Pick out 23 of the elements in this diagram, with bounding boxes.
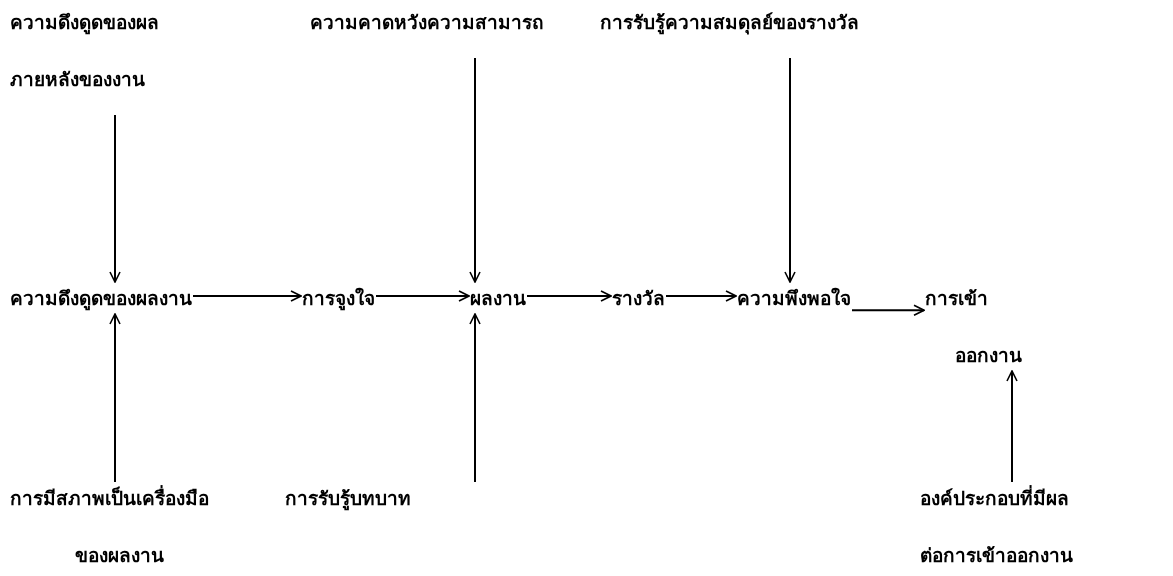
arrow xyxy=(665,290,737,302)
arrow xyxy=(109,313,121,483)
arrow xyxy=(851,304,925,317)
arrow xyxy=(469,313,481,483)
arrow xyxy=(469,57,481,283)
factor-label: องค์ประกอบที่มีผลต่อการเข้าออกงาน xyxy=(920,484,1073,569)
factor-label: ความคาดหวังความสามารถ xyxy=(310,8,544,36)
factor-label: การรับรู้บทบาท xyxy=(285,484,411,512)
factor-label: ความดึงดูดของผลภายหลังของงาน xyxy=(10,8,159,93)
stage-label: การจูงใจ xyxy=(302,284,375,312)
arrow xyxy=(375,290,470,302)
arrow xyxy=(784,57,796,283)
stage-label: ความพึงพอใจ xyxy=(737,284,851,312)
stage-label: รางวัล xyxy=(612,284,665,312)
factor-label: การมีสภาพเป็นเครื่องมือของผลงาน xyxy=(10,484,209,569)
arrow xyxy=(192,290,302,302)
arrow xyxy=(1006,370,1018,483)
stage-label: ผลงาน xyxy=(470,284,526,312)
stage-label: ความดึงดูดของผลงาน xyxy=(10,284,192,312)
arrow xyxy=(526,290,612,302)
stage-label: การเข้าออกงาน xyxy=(925,284,1022,369)
arrow xyxy=(109,114,121,283)
factor-label: การรับรู้ความสมดุลย์ของรางวัล xyxy=(600,8,859,36)
